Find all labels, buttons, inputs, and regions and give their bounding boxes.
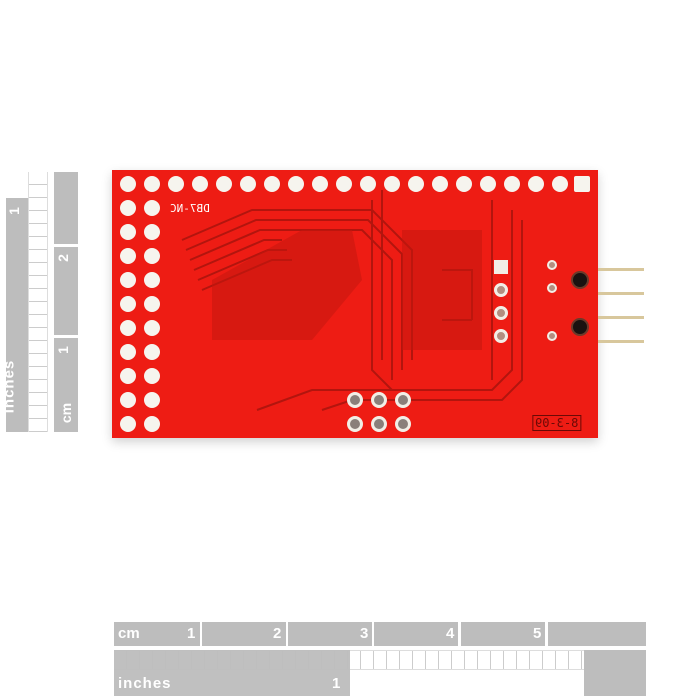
vertical-cm-tick-2: 2 [54, 254, 71, 262]
vertical-cm-tick-1: 1 [54, 346, 71, 354]
horizontal-inches-ruler-end [584, 650, 646, 696]
pcb-board: DB7-NC 8-3-09 [112, 170, 598, 438]
horizontal-cm-tick-1: 1 [187, 625, 196, 642]
vertical-ruler-lines [28, 172, 48, 432]
vertical-cm-label: cm [58, 402, 75, 424]
horizontal-cm-tick-2: 2 [273, 625, 282, 642]
vertical-inches-tick-1: 1 [5, 207, 22, 215]
horizontal-cm-tick-5: 5 [533, 625, 542, 642]
board-label-top: DB7-NC [170, 202, 210, 215]
horizontal-inches-ruler [114, 650, 350, 696]
vertical-cm-segment-2 [54, 172, 78, 244]
vertical-cm-segment-1 [54, 247, 78, 335]
horizontal-inches-tick-1: 1 [332, 675, 341, 692]
horizontal-inches-label: inches [118, 675, 172, 692]
horizontal-cm-label: cm [118, 625, 140, 642]
board-label-date: 8-3-09 [532, 415, 582, 431]
horizontal-cm-tick-3: 3 [360, 625, 369, 642]
vertical-cm-segment-0 [54, 338, 78, 432]
vertical-inches-ruler [6, 198, 28, 432]
vertical-inches-label: inches [0, 359, 18, 414]
horizontal-cm-tick-4: 4 [446, 625, 455, 642]
pcb-traces [181, 190, 523, 411]
